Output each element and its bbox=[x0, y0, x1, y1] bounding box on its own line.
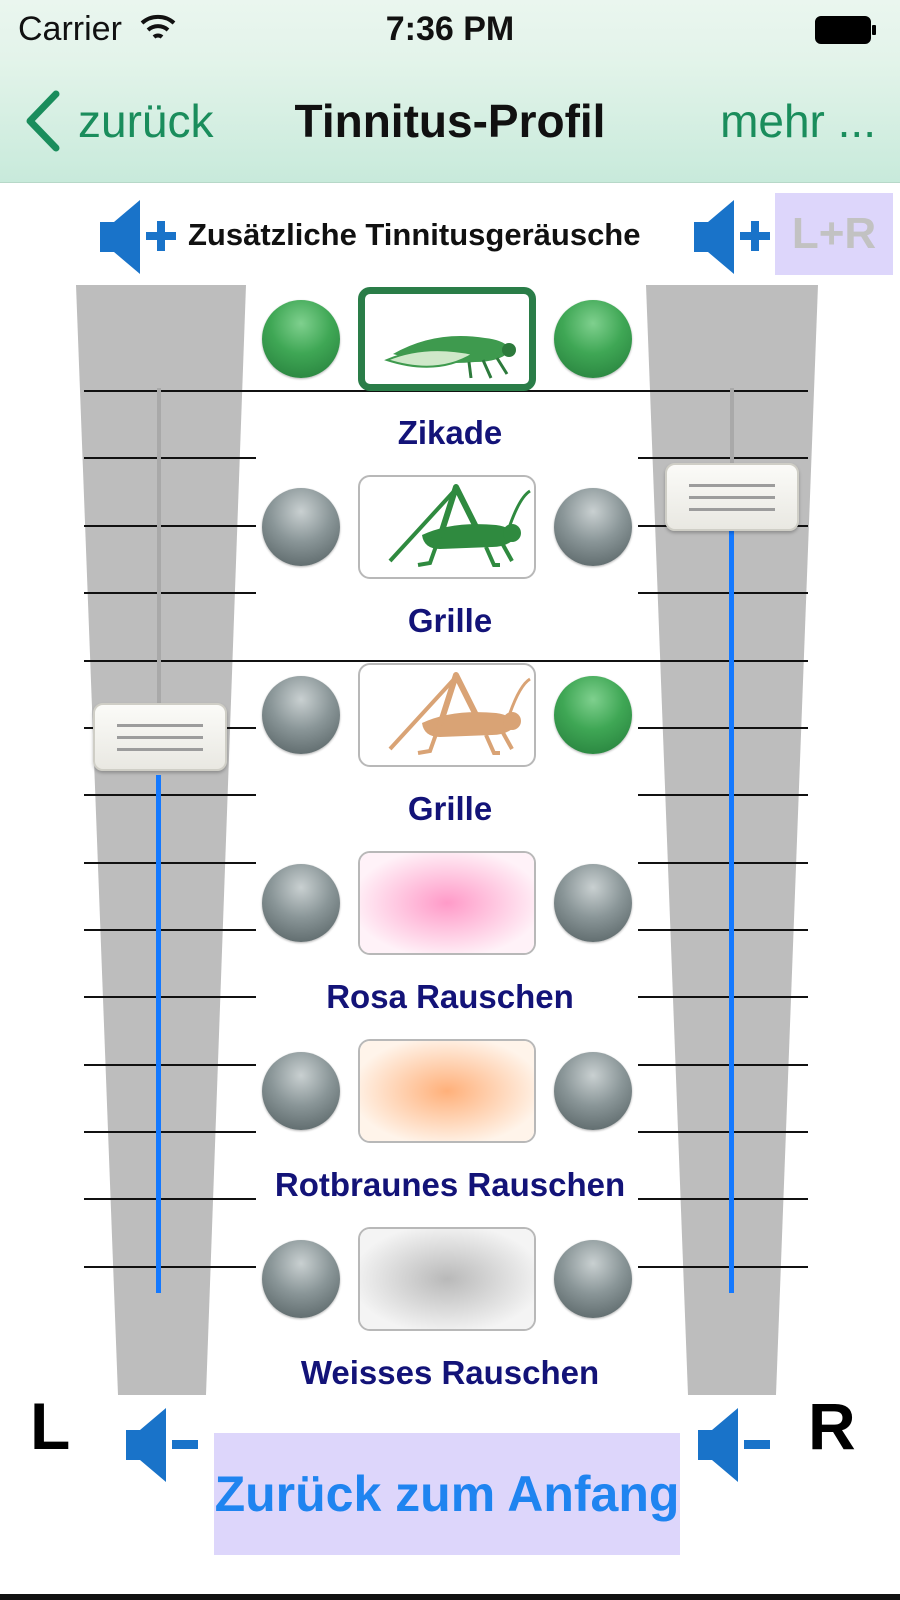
left-channel-indicator[interactable] bbox=[262, 1240, 340, 1318]
volume-up-right-icon[interactable] bbox=[690, 196, 774, 278]
right-channel-indicator[interactable] bbox=[554, 864, 632, 942]
additional-sounds-label: Zusätzliche Tinnitusgeräusche bbox=[188, 217, 641, 252]
navigation-bar: zurück Tinnitus-Profil mehr ... bbox=[0, 60, 900, 183]
right-channel-indicator[interactable] bbox=[554, 1052, 632, 1130]
ruler-line-left bbox=[84, 996, 256, 998]
ruler-line-right bbox=[638, 1064, 808, 1066]
left-channel-indicator[interactable] bbox=[262, 300, 340, 378]
back-button[interactable]: zurück bbox=[22, 86, 213, 156]
chevron-left-icon bbox=[26, 90, 60, 152]
ruler-line-left bbox=[84, 862, 256, 864]
ruler-line-right bbox=[638, 660, 808, 662]
more-button[interactable]: mehr ... bbox=[720, 95, 876, 147]
sound-tile[interactable] bbox=[358, 851, 536, 955]
right-slider-rail bbox=[730, 388, 734, 468]
ruler-line-right bbox=[638, 996, 808, 998]
ruler-line-left bbox=[84, 457, 256, 459]
sound-label: Grille bbox=[407, 602, 493, 639]
back-label: zurück bbox=[78, 95, 214, 147]
sound-tile[interactable] bbox=[358, 663, 536, 767]
left-channel-indicator[interactable] bbox=[262, 864, 340, 942]
sound-label: Rosa Rauschen bbox=[326, 978, 574, 1015]
right-volume-track bbox=[646, 285, 818, 1395]
volume-down-right-icon[interactable] bbox=[694, 1404, 774, 1486]
ruler-line-center bbox=[250, 660, 640, 662]
volume-down-left-icon[interactable] bbox=[122, 1404, 202, 1486]
battery-icon bbox=[815, 16, 876, 44]
right-slider-fill bbox=[729, 530, 734, 1293]
right-channel-indicator[interactable] bbox=[554, 488, 632, 566]
sound-tile[interactable] bbox=[358, 1039, 536, 1143]
sound-tile[interactable] bbox=[358, 475, 536, 579]
ruler-line-left bbox=[84, 390, 256, 392]
lr-toggle-button[interactable]: L+R bbox=[775, 193, 893, 275]
ruler-line-right bbox=[638, 1131, 808, 1133]
left-channel-label: L bbox=[30, 1389, 71, 1463]
left-slider-thumb[interactable] bbox=[93, 703, 227, 771]
left-channel-indicator[interactable] bbox=[262, 1052, 340, 1130]
sound-label: Rotbraunes Rauschen bbox=[274, 1166, 626, 1203]
right-channel-indicator[interactable] bbox=[554, 300, 632, 378]
ruler-line-right bbox=[638, 727, 808, 729]
right-slider-thumb[interactable] bbox=[665, 463, 799, 531]
right-channel-indicator[interactable] bbox=[554, 676, 632, 754]
sound-label: Weisses Rauschen bbox=[300, 1354, 600, 1391]
left-volume-track bbox=[76, 285, 246, 1395]
sound-tile[interactable] bbox=[358, 287, 536, 391]
reset-button[interactable]: Zurück zum Anfang bbox=[214, 1433, 680, 1555]
ruler-line-right bbox=[638, 929, 808, 931]
status-bar: Carrier 7:36 PM bbox=[0, 0, 900, 60]
left-slider-rail bbox=[157, 388, 161, 703]
ruler-line-right bbox=[638, 1266, 808, 1268]
left-channel-indicator[interactable] bbox=[262, 488, 340, 566]
volume-up-left-icon[interactable] bbox=[96, 196, 180, 278]
ruler-line-left bbox=[84, 660, 256, 662]
ruler-line-right bbox=[638, 794, 808, 796]
ruler-line-center bbox=[250, 390, 640, 392]
ruler-line-left bbox=[84, 525, 256, 527]
sound-label: Zikade bbox=[397, 414, 503, 451]
clock: 7:36 PM bbox=[385, 10, 515, 48]
ruler-line-right bbox=[638, 1198, 808, 1200]
ruler-line-left bbox=[84, 592, 256, 594]
ruler-line-right bbox=[638, 862, 808, 864]
ruler-line-right bbox=[638, 457, 808, 459]
ruler-line-left bbox=[84, 929, 256, 931]
right-channel-indicator[interactable] bbox=[554, 1240, 632, 1318]
bottom-edge bbox=[0, 1594, 900, 1600]
ruler-line-left bbox=[84, 1064, 256, 1066]
right-channel-label: R bbox=[808, 1389, 856, 1463]
ruler-line-left bbox=[84, 1198, 256, 1200]
left-channel-indicator[interactable] bbox=[262, 676, 340, 754]
ruler-line-right bbox=[638, 390, 808, 392]
sound-tile[interactable] bbox=[358, 1227, 536, 1331]
sound-label: Grille bbox=[407, 790, 493, 827]
left-slider-fill bbox=[156, 775, 161, 1293]
ruler-line-left bbox=[84, 1266, 256, 1268]
page-title: Tinnitus-Profil bbox=[294, 95, 606, 147]
ruler-line-right bbox=[638, 592, 808, 594]
wifi-icon bbox=[140, 14, 176, 39]
carrier-label: Carrier bbox=[18, 10, 122, 48]
ruler-line-left bbox=[84, 1131, 256, 1133]
ruler-line-left bbox=[84, 794, 256, 796]
